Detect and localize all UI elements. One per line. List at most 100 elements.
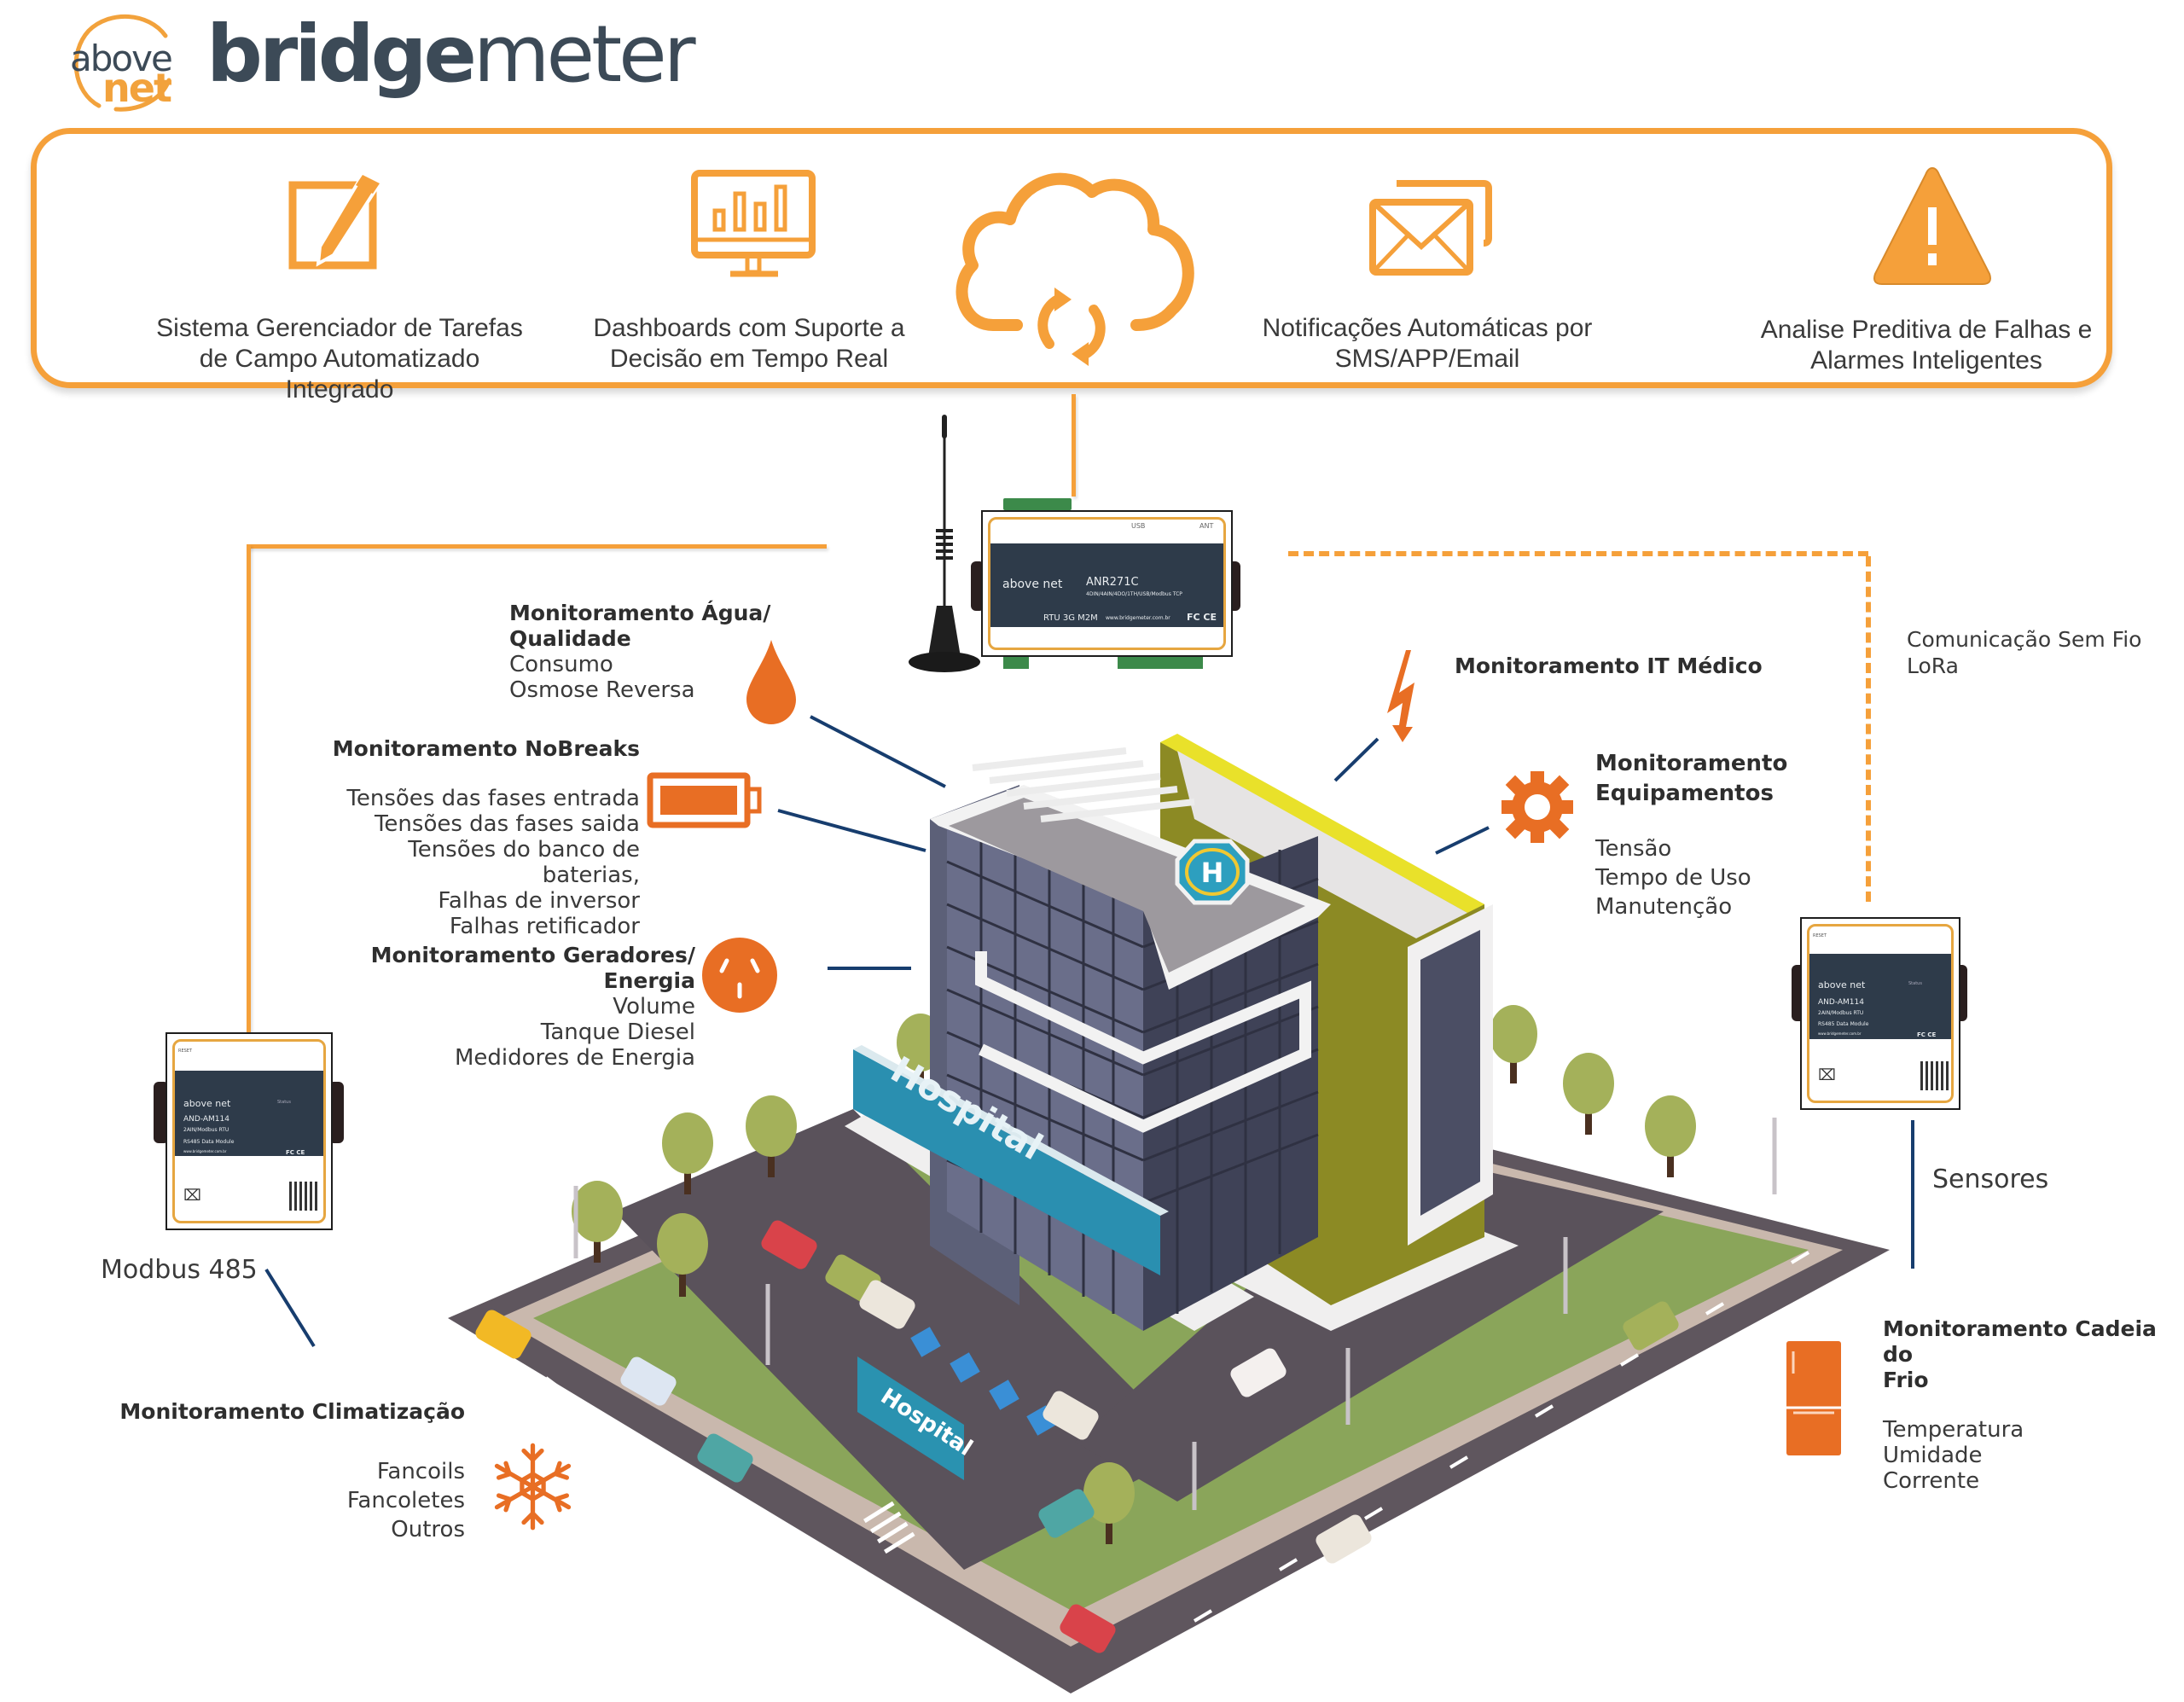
parking-lot	[614, 1109, 1194, 1570]
car-teal	[697, 1433, 753, 1483]
left-data-module: RESET above net Status AND-AM114 2AIN/Mo…	[154, 1032, 346, 1241]
status-label: Status	[1908, 981, 1922, 986]
gateway-certs: FC CE	[1187, 612, 1217, 623]
lora-link-horizontal	[1288, 551, 1868, 556]
trees	[572, 1005, 1696, 1544]
battery-icon	[647, 772, 762, 828]
tree	[572, 1181, 623, 1263]
lightning-icon	[1387, 650, 1414, 742]
feature-label: Dashboards com Suporte a Decisão em Temp…	[593, 314, 905, 373]
cars	[475, 1220, 1679, 1653]
edit-note-icon	[288, 175, 382, 270]
pointer-modbus	[264, 1268, 316, 1348]
car-van	[1043, 1391, 1099, 1440]
mount-ear-left	[154, 1082, 169, 1143]
qr-code-icon	[289, 1182, 318, 1211]
weee-bin-icon: ⌧	[183, 1187, 201, 1204]
ambulance	[1230, 1348, 1287, 1397]
annotation-nobreaks: Monitoramento NoBreaks Tensões das fases…	[332, 736, 640, 939]
car-green-2	[1623, 1301, 1679, 1351]
gateway-type: RTU 3G M2M	[1043, 613, 1098, 623]
car-yellow	[475, 1310, 531, 1359]
dashboard-monitor-icon	[691, 170, 816, 277]
weee-bin-icon: ⌧	[1818, 1066, 1836, 1083]
feature-task-manager: Sistema Gerenciador de Tarefas de Campo …	[143, 134, 536, 404]
roof-surface	[949, 798, 1305, 973]
antenna-icon	[909, 415, 980, 672]
ant-port-label: ANT	[1199, 522, 1214, 530]
tree	[662, 1112, 713, 1194]
annotation-agua: Monitoramento Água/ Qualidade Consumo Os…	[509, 601, 771, 703]
module-desc: RS485 Data Module	[183, 1139, 235, 1145]
terminal-block-top	[1003, 498, 1072, 510]
module-brand: above net	[1818, 979, 1866, 990]
accessible-parking-spots	[910, 1327, 1057, 1436]
annotation-geradores: Monitoramento Geradores/ Energia Volume …	[370, 943, 695, 1071]
sensores-label: Sensores	[1932, 1165, 2049, 1194]
helipad: H	[1175, 839, 1250, 905]
logo-net-text: net	[102, 65, 172, 111]
feature-label: Notificações Automáticas por SMS/APP/Ema…	[1262, 314, 1593, 373]
side-wing-roof-edge	[1160, 734, 1484, 913]
module-desc: RS485 Data Module	[1818, 1021, 1869, 1027]
car-red-2	[1060, 1604, 1116, 1653]
wheelchair-icon	[910, 1327, 941, 1357]
qr-code-icon	[1920, 1061, 1949, 1090]
wheelchair-icon	[989, 1380, 1019, 1410]
module-website: www.bridgemeter.com.br	[1818, 1031, 1862, 1036]
feature-notifications: Notificações Automáticas por SMS/APP/Ema…	[1231, 134, 1623, 382]
car-police	[620, 1356, 677, 1406]
power-outlet-icon	[702, 938, 777, 1013]
cloud-sync-icon	[956, 172, 1194, 366]
tower-band	[975, 951, 1311, 1133]
tree	[746, 1095, 797, 1177]
feature-cloud	[937, 134, 1218, 382]
pointer-nobreaks	[777, 809, 926, 852]
side-road	[1075, 1152, 1664, 1502]
gateway-to-left-module-line-vertical	[247, 544, 251, 1035]
gateway-brand: above net	[1002, 578, 1063, 591]
gateway-device: USB ANT above net ANR271C 4DIN/4AIN/4DO/…	[887, 410, 1240, 691]
tree	[1490, 1005, 1537, 1083]
wheelchair-icon	[950, 1352, 980, 1383]
lamp-posts	[573, 1118, 1777, 1510]
feature-banner: Sistema Gerenciador de Tarefas de Campo …	[31, 128, 2112, 404]
car-red	[761, 1220, 817, 1269]
tree	[1645, 1095, 1696, 1177]
pointer-it	[1333, 737, 1380, 782]
hospital-sign-band	[853, 1049, 1160, 1275]
car-white-2	[1316, 1514, 1372, 1564]
logo-bridge-text: bridge	[206, 9, 477, 100]
module-model: AND-AM114	[183, 1115, 229, 1124]
feature-label: Sistema Gerenciador de Tarefas de Campo …	[156, 314, 523, 404]
terminal-block-bottom-left	[1003, 657, 1029, 669]
reset-label: RESET	[1813, 933, 1827, 938]
annotation-it-medico: Monitoramento IT Médico	[1455, 653, 1763, 678]
gateway-model: ANR271C	[1086, 576, 1139, 589]
logo-above-text: above	[70, 38, 173, 79]
water-drop-icon	[746, 640, 796, 724]
warning-icon	[1873, 166, 1991, 285]
tree	[657, 1213, 708, 1297]
snowflake-icon	[494, 1443, 572, 1531]
reset-label: RESET	[178, 1049, 193, 1054]
module-brand: above net	[183, 1098, 231, 1109]
road-markings	[476, 1251, 1810, 1627]
bridgemeter-logo: bridgemeter	[206, 15, 696, 94]
feature-dashboards: Dashboards com Suporte a Decisão em Temp…	[553, 134, 945, 382]
module-certs: FC CE	[286, 1149, 305, 1156]
gear-icon	[1502, 771, 1573, 843]
module-spec: 2AIN/Modbus RTU	[183, 1127, 229, 1133]
feature-predictive: Analise Preditiva de Falhas e Alarmes In…	[1730, 134, 2123, 382]
gateway-to-left-module-line	[247, 544, 827, 549]
email-notification-icon	[1369, 180, 1492, 276]
side-wing-roof	[1177, 751, 1467, 938]
pointer-equipamentos	[1435, 826, 1490, 855]
module-website: www.bridgemeter.com.br	[183, 1149, 227, 1153]
feature-label: Analise Preditiva de Falhas e Alarmes In…	[1760, 316, 2093, 375]
lora-link-vertical	[1866, 556, 1871, 902]
gateway-spec: 4DIN/4AIN/4DO/1TH/USB/Modbus TCP	[1086, 591, 1182, 597]
module-spec: 2AIN/Modbus RTU	[1818, 1010, 1864, 1016]
side-tower-glass	[1420, 930, 1480, 1216]
